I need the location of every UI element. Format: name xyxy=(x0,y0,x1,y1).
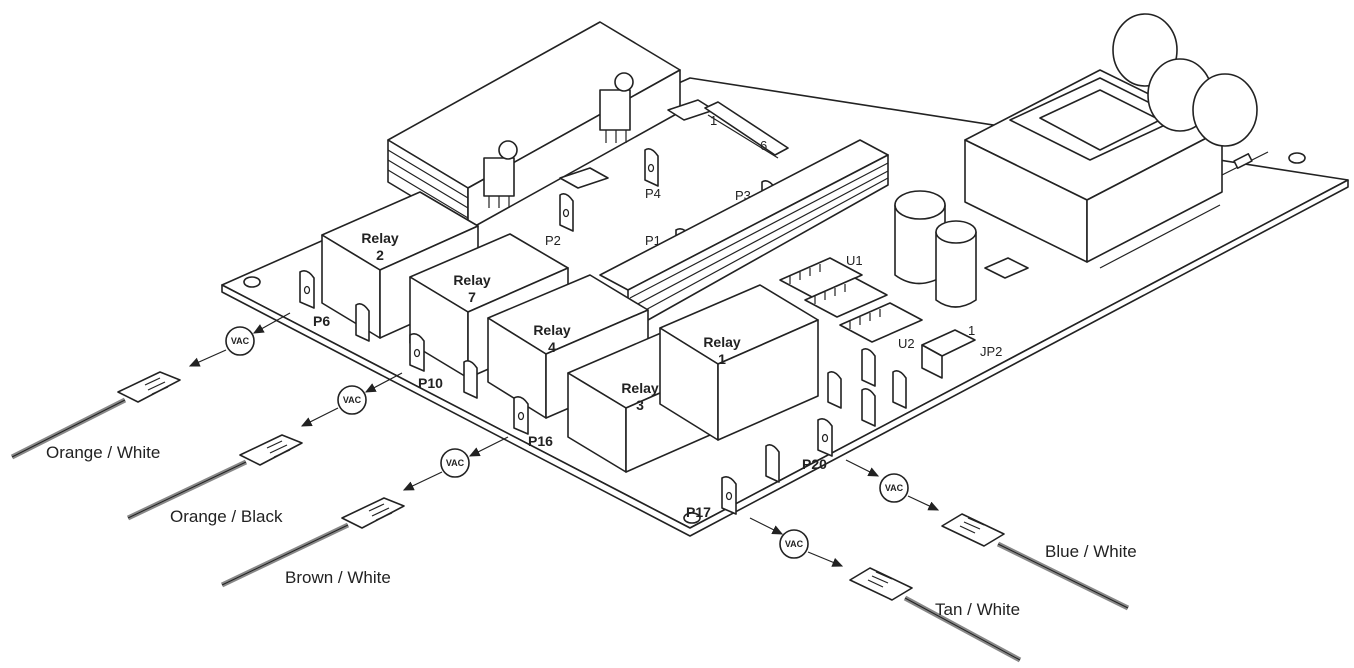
spade-terminal xyxy=(827,371,842,409)
spade-terminal xyxy=(892,370,907,409)
ic-u1b xyxy=(804,277,888,318)
vac-label: VAC xyxy=(785,539,804,549)
bus-strip xyxy=(599,139,889,321)
probe-p17: VAC xyxy=(749,517,1022,663)
label-p2: P2 xyxy=(545,233,561,248)
mounting-hole xyxy=(1288,152,1306,164)
spade-terminal-p4 xyxy=(644,148,659,187)
vac-label: VAC xyxy=(231,336,250,346)
spade-terminal xyxy=(861,388,876,427)
probe-p16: VAC xyxy=(220,436,509,588)
probe-p10: VAC xyxy=(126,372,403,521)
relay-1: Relay 1 xyxy=(659,284,819,441)
mounting-hole xyxy=(243,276,261,288)
terminal-p20 xyxy=(817,418,833,457)
vac-meter-icon xyxy=(225,326,255,356)
spade-terminal xyxy=(463,360,478,399)
relay-1-label: Relay xyxy=(703,334,741,350)
relay-7-number: 7 xyxy=(468,289,476,305)
probe-p6: VAC xyxy=(10,312,291,460)
ic-u1 xyxy=(779,257,863,298)
vac-meter-icon xyxy=(879,473,909,503)
small-chip xyxy=(984,257,1029,279)
wire-label-p20: Blue / White xyxy=(1045,542,1137,561)
label-jp2-pin: 1 xyxy=(968,323,975,338)
relay-7-label: Relay xyxy=(453,272,491,288)
wire-label-p6: Orange / White xyxy=(46,443,160,462)
spade-terminal-p2 xyxy=(559,193,574,232)
capacitor xyxy=(935,220,977,308)
relay-1-number: 1 xyxy=(718,351,726,367)
vac-meter-icon xyxy=(440,448,470,478)
ic-u2 xyxy=(839,302,923,343)
relay-2-number: 2 xyxy=(376,247,384,263)
relay-2-label: Relay xyxy=(361,230,399,246)
label-u1: U1 xyxy=(846,253,863,268)
wire-label-p16: Brown / White xyxy=(285,568,391,587)
resistor xyxy=(1221,151,1269,176)
vac-label: VAC xyxy=(885,483,904,493)
label-p10: P10 xyxy=(418,375,443,391)
label-jp2: JP2 xyxy=(980,344,1002,359)
label-p6: P6 xyxy=(313,313,330,329)
small-chip xyxy=(559,167,609,189)
label-connector-pin1: 1 xyxy=(710,113,717,128)
spade-terminal xyxy=(861,348,876,387)
relay-4-number: 4 xyxy=(548,339,556,355)
label-p1: P1 xyxy=(645,233,661,248)
wire-label-p17: Tan / White xyxy=(935,600,1020,619)
terminal-p6 xyxy=(299,270,315,309)
fuse-discs xyxy=(1112,13,1258,147)
jumper-jp2 xyxy=(921,329,976,379)
label-p4: P4 xyxy=(645,186,661,201)
voltage-regulator xyxy=(599,72,634,143)
relay-4-label: Relay xyxy=(533,322,571,338)
terminal-p16 xyxy=(513,396,529,435)
terminal-p17 xyxy=(721,476,737,515)
label-p20: P20 xyxy=(802,456,827,472)
terminal-p10 xyxy=(409,333,425,372)
label-u2: U2 xyxy=(898,336,915,351)
spade-terminal xyxy=(355,303,370,342)
vac-meter-icon xyxy=(337,385,367,415)
spade-terminal xyxy=(765,444,780,483)
label-p17: P17 xyxy=(686,504,711,520)
label-connector-pin6: 6 xyxy=(760,138,767,153)
voltage-regulator xyxy=(483,140,518,208)
header-connector xyxy=(704,101,789,159)
vac-label: VAC xyxy=(343,395,362,405)
probe-p20: VAC xyxy=(845,459,1130,611)
relay-3-number: 3 xyxy=(636,397,644,413)
vac-label: VAC xyxy=(446,458,465,468)
mounting-hole xyxy=(683,512,701,524)
relay-3-label: Relay xyxy=(621,380,659,396)
vac-meter-icon xyxy=(779,529,809,559)
wire-label-p10: Orange / Black xyxy=(170,507,283,526)
label-p16: P16 xyxy=(528,433,553,449)
